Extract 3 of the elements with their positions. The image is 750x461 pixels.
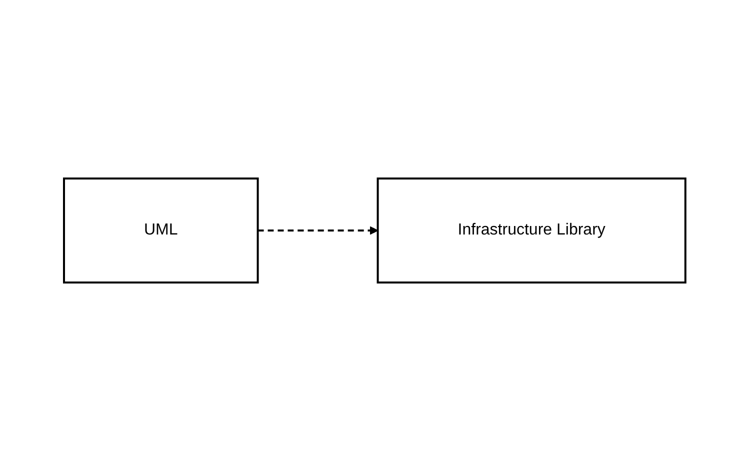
- node-box: UML: [63, 178, 260, 284]
- arrow: [258, 226, 378, 235]
- node-box: Infrastructure Library: [377, 178, 687, 284]
